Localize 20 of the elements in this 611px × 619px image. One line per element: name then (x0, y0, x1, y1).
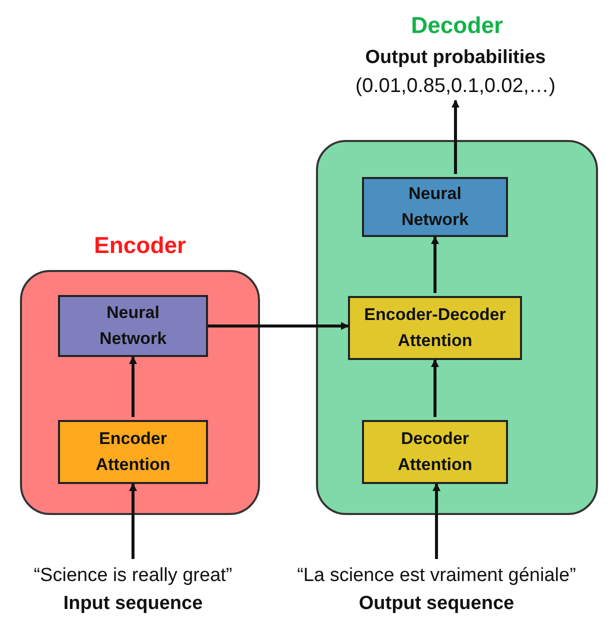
arrow (431, 236, 439, 293)
arrow (129, 356, 137, 417)
sequence-label: Output sequence (358, 592, 516, 616)
arrow (431, 359, 439, 417)
attention-block: Encoder Attention (58, 420, 208, 484)
attention-block: Encoder-Decoder Attention (348, 296, 522, 360)
probability-values: (0.01,0.85,0.1,0.02,…) (354, 74, 557, 99)
arrow (432, 483, 440, 559)
output-label: Output probabilities (364, 46, 547, 70)
sequence-text: “Science is really great” (32, 564, 234, 588)
sequence-text: “La science est vraiment géniale” (296, 564, 577, 588)
network-block: Neural Network (58, 295, 208, 357)
panel-heading: Decoder (410, 12, 504, 39)
panel-heading: Encoder (92, 232, 188, 259)
attention-block: Decoder Attention (362, 420, 508, 484)
arrow (208, 322, 349, 330)
sequence-label: Input sequence (62, 592, 204, 616)
arrow (129, 483, 137, 559)
arrow (452, 100, 460, 174)
network-block: Neural Network (362, 177, 508, 237)
